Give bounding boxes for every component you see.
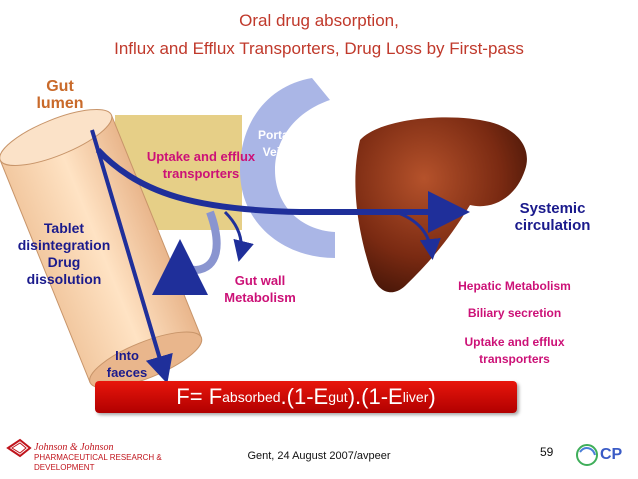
slide-title-line1: Oral drug absorption,: [239, 11, 399, 30]
gut-lumen-label: Gut lumen: [36, 78, 84, 112]
hepatic-metabolism-label: Hepatic Metabolism: [458, 279, 571, 293]
absorption-arrow: [95, 147, 470, 233]
gut-metabolism-arrow: [223, 210, 254, 262]
jnj-subtitle: PHARMACEUTICAL RESEARCH & DEVELOPMENT: [34, 453, 162, 472]
slide-title-line2: Influx and Efflux Transporters, Drug Los…: [114, 39, 524, 58]
formula-mid1: .(1-E: [280, 384, 329, 409]
jnj-brand: Johnson & Johnson: [34, 442, 114, 453]
formula-sub-absorbed: absorbed: [222, 389, 281, 405]
formula-sub-gut: gut: [328, 389, 348, 405]
hepatic-arrow: [394, 210, 441, 260]
faeces-arrow: [90, 129, 173, 384]
jnj-logo-text: Johnson & Johnson PHARMACEUTICAL RESEARC…: [34, 443, 174, 473]
footer-text: Gent, 24 August 2007/avpeer: [247, 450, 391, 462]
efflux-arrow: [152, 210, 221, 296]
formula-prefix: F= F: [176, 384, 223, 409]
formula-sub-liver: liver: [402, 389, 429, 405]
cp-logo-text: CP: [600, 446, 623, 463]
jnj-logo: [6, 438, 32, 458]
gut-transporters-label: Uptake and efflux transporters: [146, 149, 256, 181]
formula-mid2: ).(1-E: [347, 384, 403, 409]
cp-logo: [576, 444, 598, 466]
biliary-secretion-label: Biliary secretion: [467, 306, 562, 320]
systemic-circulation-label: Systemic circulation: [514, 200, 591, 234]
formula-suffix: ): [428, 384, 436, 409]
into-faeces-label: Into faeces: [106, 348, 148, 380]
portal-vein-label: Portal Vein: [257, 128, 292, 159]
page-number: 59: [540, 445, 554, 459]
liver-transporters-label: Uptake and efflux transporters: [464, 335, 565, 366]
gut-wall-metabolism-label: Gut wall Metabolism: [224, 273, 296, 305]
tablet-dissolution-label: Tablet disintegration Drug dissolution: [17, 220, 111, 287]
